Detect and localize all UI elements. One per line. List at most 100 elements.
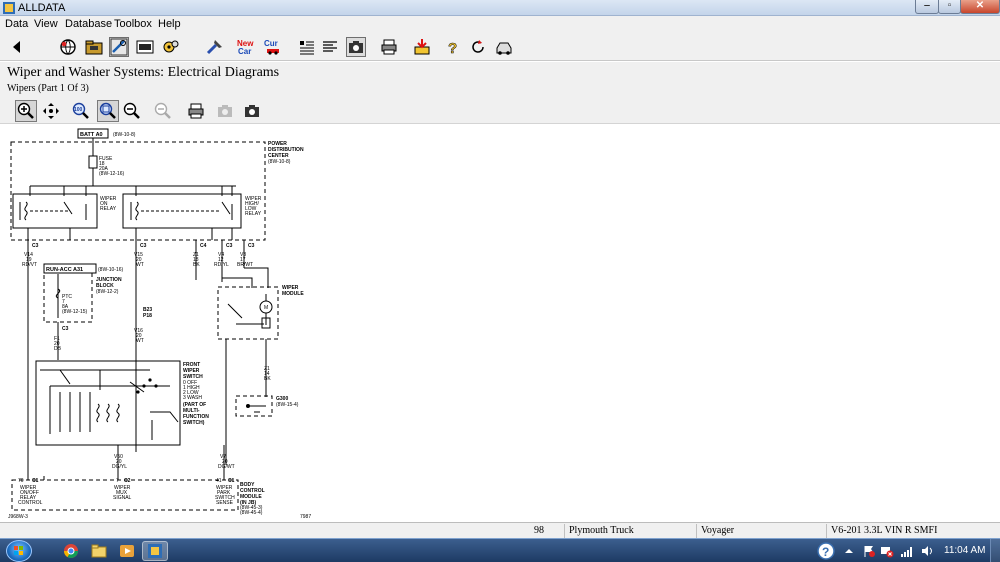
diagram-camera-disabled-button[interactable]: [214, 100, 236, 122]
label-bcm-4: (IN JB): [240, 500, 256, 506]
label-run-acc: RUN-ACC A31: [46, 267, 83, 273]
menu-help[interactable]: Help: [158, 18, 181, 30]
diagram-camera-button[interactable]: [241, 100, 263, 122]
network-alert-icon[interactable]: [880, 544, 894, 558]
label-bcm-ref-2: (8W-45-4): [240, 510, 263, 516]
wiring-diagram[interactable]: BATT A0 (8W-10-8) POWER DISTRIBUTION CEN…: [0, 124, 1000, 522]
wire-v4: V4: [218, 252, 224, 258]
toolbar-globe-button[interactable]: [58, 37, 78, 57]
label-g300-ref: (8W-15-4): [276, 402, 299, 408]
taskbar-explorer[interactable]: [86, 541, 112, 561]
show-hidden-icons-icon[interactable]: [842, 544, 856, 558]
label-c4: C4: [200, 243, 207, 249]
toolbar-car-button[interactable]: Cur: [263, 37, 283, 57]
start-button[interactable]: [6, 540, 32, 562]
svg-text:New: New: [237, 39, 254, 48]
toolbar-refresh-button[interactable]: [468, 37, 488, 57]
zoom-in-button[interactable]: [15, 100, 37, 122]
bcm-b-1: WIPER: [114, 485, 131, 491]
label-ptc-3: 8A: [62, 304, 69, 310]
svg-text:Car: Car: [238, 47, 251, 56]
close-button[interactable]: ✕: [960, 0, 1000, 14]
wire-z1-gauge: 18: [193, 257, 199, 263]
wire-v15-color: WT: [136, 262, 144, 268]
wire-v3-color: BR/WT: [237, 262, 253, 268]
toolbar-text-button[interactable]: [320, 37, 340, 57]
label-ptc-2: 7: [62, 299, 65, 305]
back-arrow-icon: [13, 41, 20, 53]
show-desktop-button[interactable]: [990, 539, 1000, 562]
bcm-b-3: SIGNAL: [113, 495, 132, 501]
label-fws-9: MULTI-: [183, 408, 200, 414]
toolbar-diagram-button[interactable]: [109, 37, 129, 57]
action-center-flag-icon[interactable]: [862, 544, 876, 558]
pan-button[interactable]: [40, 100, 62, 122]
gears-icon: [163, 40, 179, 53]
taskbar-media-player[interactable]: [114, 541, 140, 561]
toolbar-car-service-button[interactable]: [494, 37, 514, 57]
wrench-diagram-icon: [110, 38, 128, 56]
zoom-fit-button[interactable]: [97, 100, 119, 122]
toolbar-print-button[interactable]: [379, 37, 399, 57]
diagram-print-button[interactable]: [185, 100, 207, 122]
wire-v14: V14: [24, 252, 33, 258]
zoom-fit-icon: [99, 102, 116, 119]
windows-taskbar: ? 11:04 AM: [0, 538, 1000, 562]
diagram-viewport[interactable]: BATT A0 (8W-10-8) POWER DISTRIBUTION CEN…: [0, 124, 1000, 522]
volume-icon[interactable]: [920, 544, 934, 558]
label-fuse-1: FUSE: [99, 156, 113, 162]
menu-bar: Data View Database Toolbox Help: [0, 16, 1000, 33]
taskbar-clock[interactable]: 11:04 AM: [944, 545, 986, 556]
label-wiper-module-2: MODULE: [282, 291, 304, 297]
toolbar-tsb-button[interactable]: [135, 37, 155, 57]
pin-70: 70: [18, 478, 24, 484]
toolbar-folder-button[interactable]: [84, 37, 104, 57]
signal-strength-icon[interactable]: [900, 544, 914, 558]
toolbar-tools-button[interactable]: [205, 37, 225, 57]
toolbar-view-button[interactable]: [346, 37, 366, 57]
label-fws-10: FUNCTION: [183, 414, 209, 420]
media-player-icon: [120, 545, 134, 557]
printer-icon: [381, 39, 397, 55]
taskbar-alldata[interactable]: [142, 541, 168, 561]
zoom-disabled-button[interactable]: [152, 100, 174, 122]
zoom-100-icon: 100: [72, 102, 89, 119]
camera-view-icon: [349, 41, 363, 53]
label-fws-4: 0 OFF: [183, 380, 197, 386]
back-button[interactable]: [7, 37, 27, 57]
wire-v7-color: DG/WT: [218, 464, 235, 470]
toolbar-index-button[interactable]: [297, 37, 317, 57]
svg-text:Cur: Cur: [264, 39, 278, 48]
label-fws-7: 3 WASH: [183, 395, 202, 401]
help-circle-icon[interactable]: ?: [817, 542, 835, 560]
label-p18: P18: [143, 313, 152, 319]
label-b23: B23: [143, 307, 152, 313]
menu-toolbox[interactable]: Toolbox: [114, 18, 152, 30]
menu-database[interactable]: Database: [65, 18, 113, 30]
label-fws-11: SWITCH): [183, 420, 205, 426]
label-motor: M: [264, 305, 268, 311]
toolbar-specs-button[interactable]: [161, 37, 181, 57]
svg-text:100: 100: [74, 107, 83, 113]
wire-f1-gauge: 20: [54, 341, 60, 347]
maximize-button[interactable]: ▫: [938, 0, 961, 14]
label-c3-e: C3: [62, 326, 69, 332]
toolbar-help-button[interactable]: ?: [443, 37, 463, 57]
label-c3-b: C3: [140, 243, 147, 249]
alldata-app-icon: [148, 544, 162, 558]
zoom-out-button[interactable]: [121, 100, 143, 122]
label-c3-d: C3: [248, 243, 255, 249]
minimize-button[interactable]: ‒: [915, 0, 939, 14]
label-ptc-ref: (8W-12-15): [62, 309, 88, 315]
bcm-a-1: WIPER: [20, 485, 37, 491]
label-c1-b: C1: [228, 478, 235, 484]
menu-view[interactable]: View: [34, 18, 58, 30]
toolbar-save-button[interactable]: [412, 37, 432, 57]
zoom-100-button[interactable]: 100: [70, 100, 92, 122]
label-wiper-module-1: WIPER: [282, 285, 299, 291]
menu-data[interactable]: Data: [5, 18, 29, 30]
status-bar: 98 Plymouth Truck Voyager V6-201 3.3L VI…: [0, 522, 1000, 538]
taskbar-chrome[interactable]: [58, 541, 84, 561]
